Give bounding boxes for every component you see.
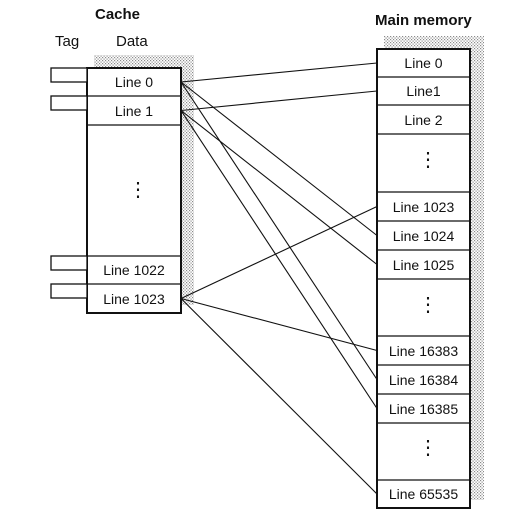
tag-box (50, 255, 88, 271)
tag-box (50, 67, 88, 83)
mapping-line (180, 81, 378, 380)
mapping-line (180, 110, 378, 265)
mapping-line (180, 110, 378, 409)
memory-line-1024: Line 1024 (392, 227, 455, 244)
cache-box (86, 67, 182, 314)
memory-line-65535: Line 65535 (388, 486, 459, 502)
memory-line-16384: Line 16384 (388, 371, 459, 388)
tag-column-label: Tag (55, 33, 80, 50)
cache-title: Cache (95, 6, 141, 23)
tag-box (50, 95, 88, 111)
mapping-line (180, 90, 378, 112)
cache-ellipsis: ⋮ (128, 179, 148, 201)
memory-line-2: Line 2 (404, 111, 443, 128)
cache-line-0: Line 0 (114, 74, 154, 90)
memory-line-16383: Line 16383 (388, 342, 459, 359)
memory-line-1025: Line 1025 (392, 256, 455, 273)
mapping-line (180, 81, 378, 236)
memory-line-1023: Line 1023 (392, 198, 455, 215)
memory-line-1: Line1 (406, 83, 441, 99)
main-memory-title: Main memory (375, 12, 472, 29)
memory-ellipsis-3: ⋮ (418, 437, 438, 459)
memory-line-0: Line 0 (404, 55, 443, 71)
mapping-line (180, 206, 378, 299)
memory-line-16385: Line 16385 (388, 400, 459, 417)
mapping-line (180, 297, 378, 352)
data-column-label: Data (116, 33, 148, 50)
tag-box (50, 283, 88, 299)
mapping-line (180, 298, 378, 495)
cache-line-1023: Line 1023 (103, 290, 165, 307)
mapping-line (180, 62, 378, 83)
memory-ellipsis-1: ⋮ (418, 149, 438, 171)
cache-line-1022: Line 1022 (103, 262, 165, 278)
cache-line-1: Line 1 (114, 102, 154, 119)
memory-ellipsis-2: ⋮ (418, 294, 438, 316)
